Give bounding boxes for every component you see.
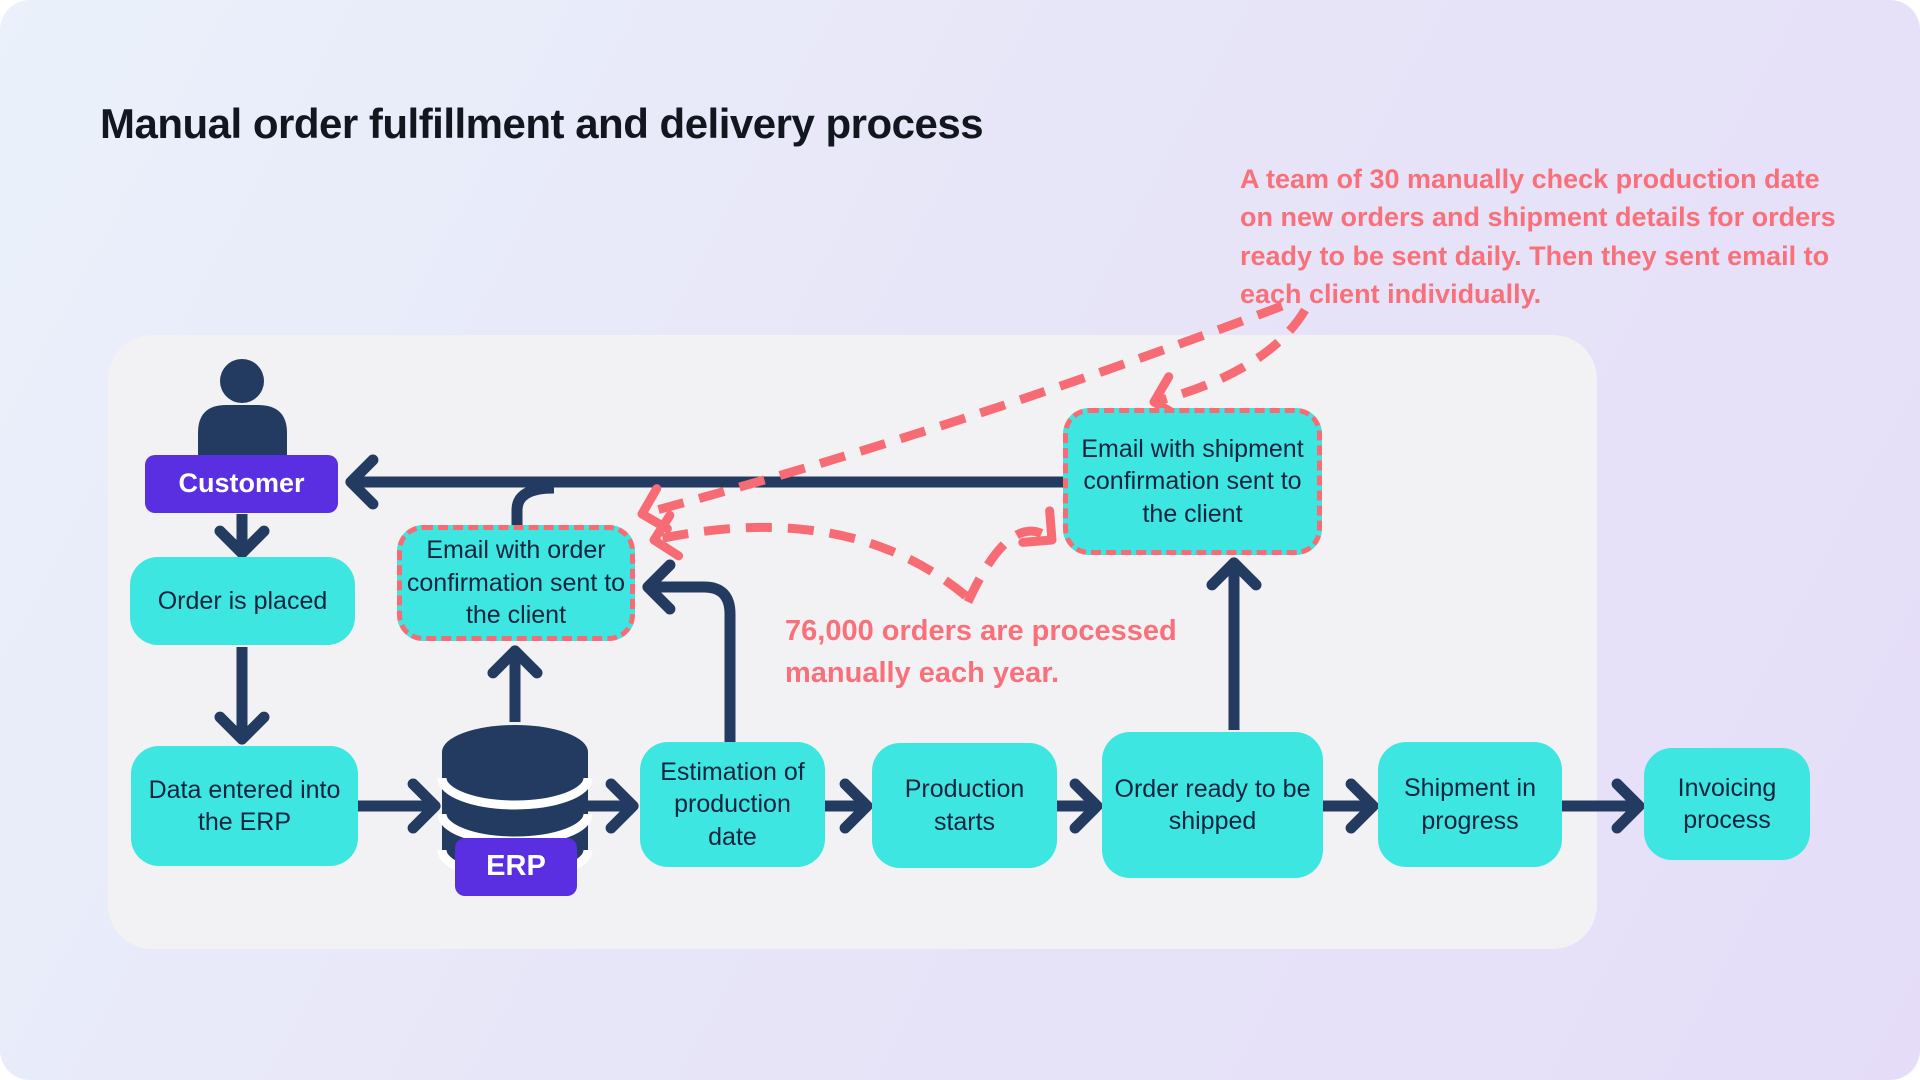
- node-invoicing-process: Invoicing process: [1644, 748, 1810, 860]
- node-email-shipment-confirmation: Email with shipment confirmation sent to…: [1063, 408, 1322, 555]
- node-shipment-in-progress: Shipment in progress: [1378, 742, 1562, 867]
- node-data-entered-into-erp: Data entered into the ERP: [131, 746, 358, 866]
- node-order-is-placed: Order is placed: [130, 557, 355, 645]
- node-email-order-confirmation: Email with order confirmation sent to th…: [397, 525, 635, 641]
- node-order-ready-to-be-shipped: Order ready to be shipped: [1102, 732, 1323, 878]
- annotation-volume-note: 76,000 orders are processed manually eac…: [785, 615, 1177, 690]
- node-production-starts: Production starts: [872, 743, 1057, 868]
- node-estimation-of-production-date: Estimation of production date: [640, 742, 825, 867]
- erp-database-label: ERP: [455, 838, 577, 896]
- node-customer: Customer: [145, 455, 338, 513]
- page-title: Manual order fulfillment and delivery pr…: [100, 100, 984, 147]
- annotation-team-note: A team of 30 manually check production d…: [1240, 164, 1836, 309]
